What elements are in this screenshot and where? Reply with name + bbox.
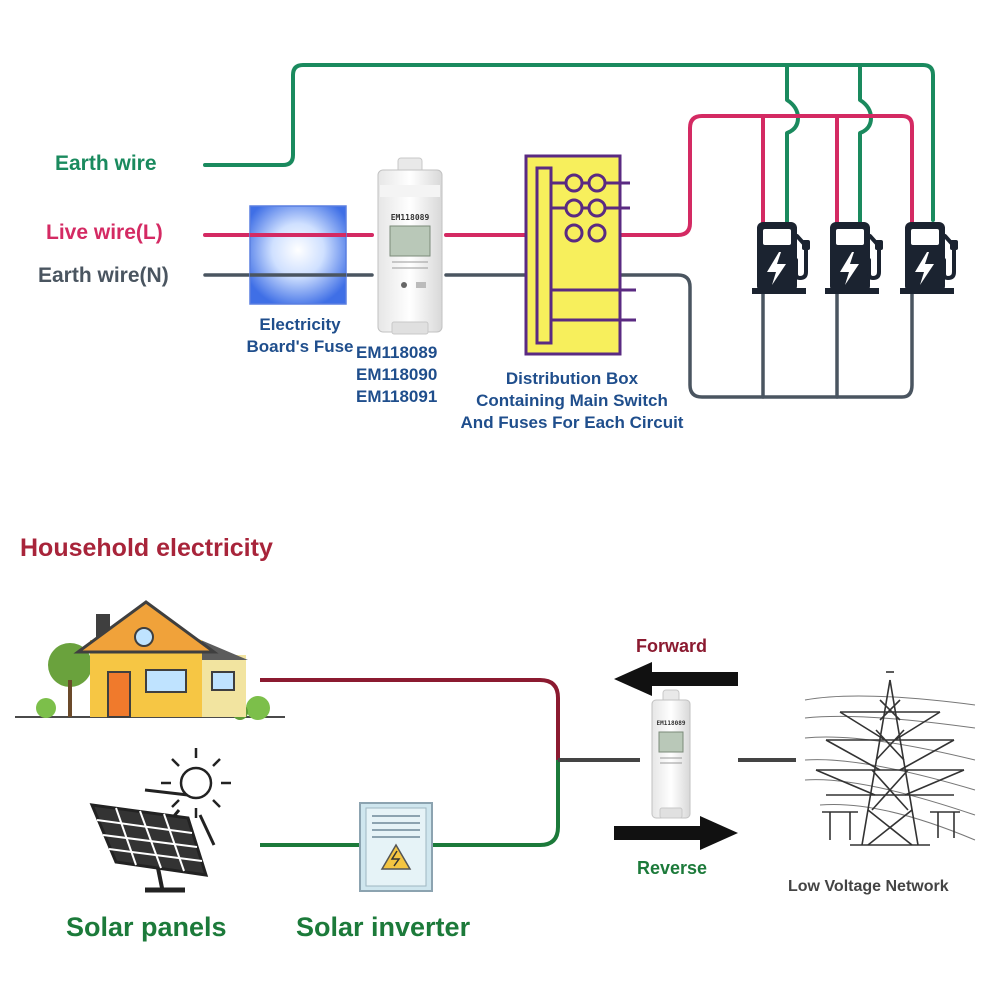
energy-meter-top: EM118089 [377, 157, 443, 335]
meter-models-list: EM118089 EM118090 EM118091 [356, 342, 437, 408]
household-feed-line [260, 678, 560, 760]
forward-arrow [614, 662, 738, 696]
earth-wire-label: Earth wire [55, 152, 157, 175]
meter-model: EM118090 [356, 365, 438, 384]
distribution-box [524, 154, 636, 356]
solar-inverter-illustration [359, 802, 433, 892]
house-illustration [15, 600, 285, 720]
ev-charger-icon [825, 222, 883, 294]
ev-charger-icon [900, 222, 958, 294]
meter-model: EM118091 [356, 387, 438, 406]
meter-model: EM118089 [356, 343, 438, 362]
reverse-arrow [614, 816, 738, 850]
distribution-box-label: Distribution Box Containing Main Switch … [460, 369, 684, 432]
solar-inverter-label: Solar inverter [296, 912, 471, 942]
ev-charger-icon [752, 222, 810, 294]
neutral-wire-label: Earth wire(N) [38, 264, 169, 287]
solar-panels-label: Solar panels [66, 912, 227, 942]
solar-panel-illustration [89, 748, 231, 893]
reverse-label: Reverse [637, 858, 708, 878]
transmission-tower-illustration [804, 671, 976, 846]
meter-face-label: EM118089 [391, 213, 430, 222]
fuse-label: Electricity Board's Fuse [246, 315, 354, 356]
forward-label: Forward [636, 636, 708, 656]
energy-meter-bottom: EM118089 [651, 689, 691, 819]
section-title: Household electricity [20, 534, 273, 562]
network-label: Low Voltage Network [788, 878, 949, 895]
live-wire-label: Live wire(L) [46, 221, 163, 244]
electricity-board-fuse [249, 205, 347, 305]
meter-face-label-bottom: EM118089 [657, 720, 686, 727]
solar-feed-line [260, 760, 560, 847]
